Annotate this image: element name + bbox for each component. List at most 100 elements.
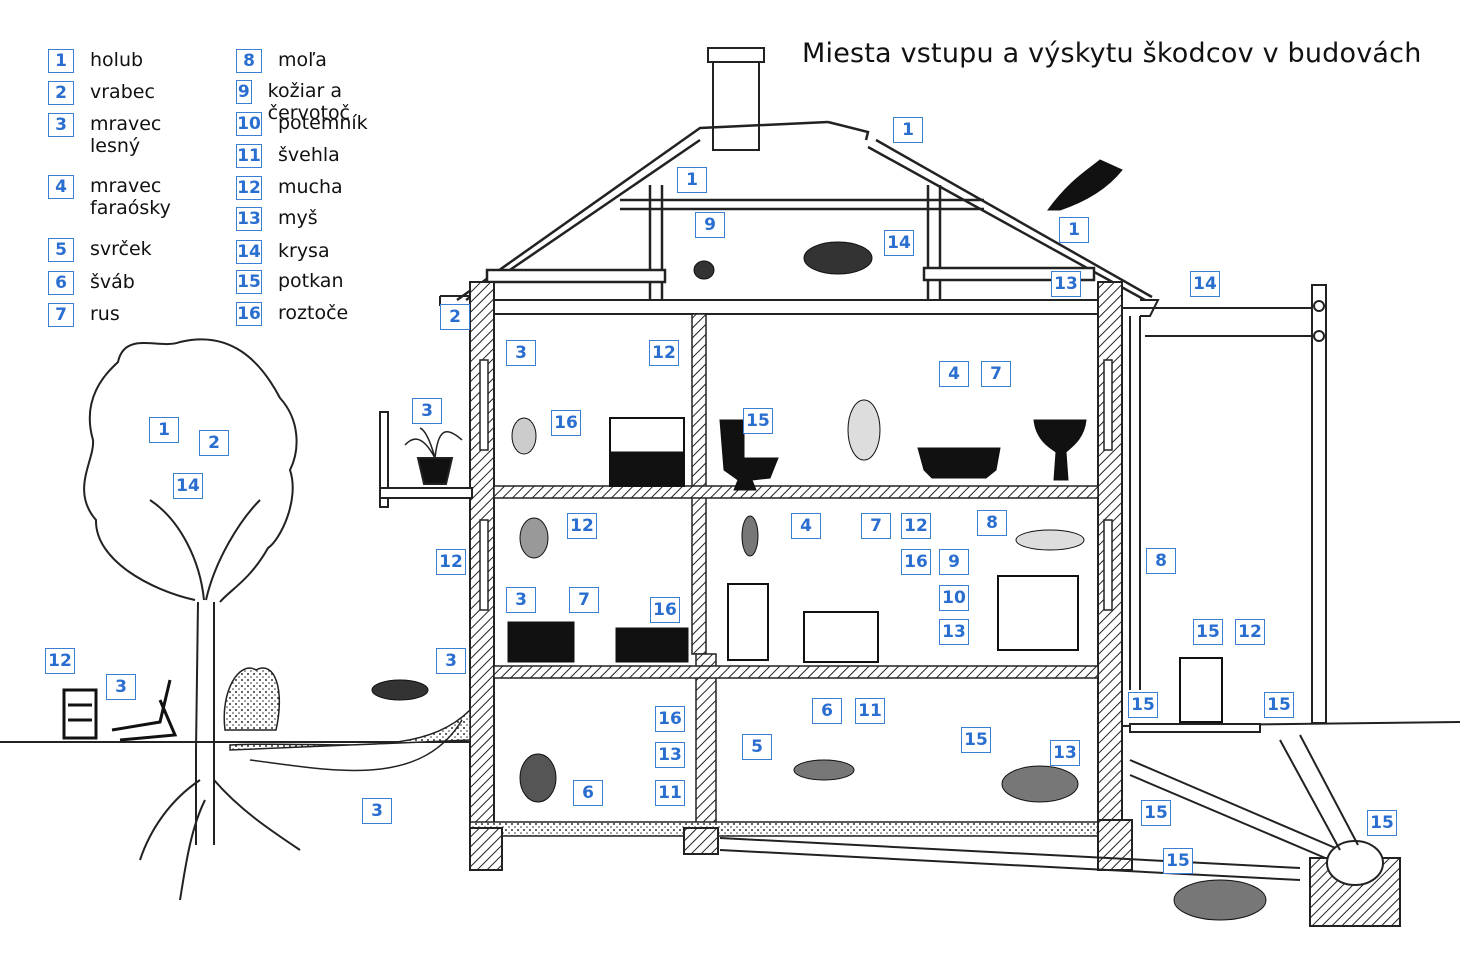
legend-number: 4	[48, 175, 74, 199]
garden-furniture	[62, 679, 178, 742]
legend-number: 15	[236, 270, 262, 294]
legend-number: 14	[236, 240, 262, 264]
legend-number: 9	[236, 80, 252, 104]
attic-tick	[693, 260, 715, 280]
pest-tag: 12	[45, 648, 75, 674]
legend-item: 16 roztoče	[236, 302, 348, 326]
legend-label: moľa	[278, 49, 327, 71]
pest-tag: 14	[1190, 271, 1220, 297]
pest-tag: 15	[1367, 810, 1397, 836]
pest-tag: 6	[812, 698, 842, 724]
legend-label: švehla	[278, 144, 340, 166]
legend-label: myš	[278, 207, 318, 229]
legend-item: 5 svrček	[48, 238, 152, 262]
pest-tag: 9	[695, 212, 725, 238]
legend-number: 6	[48, 271, 74, 295]
legend-number: 8	[236, 49, 262, 73]
legend-item: 13 myš	[236, 207, 318, 231]
mite	[511, 417, 537, 455]
pest-tag: 6	[573, 780, 603, 806]
pest-tag: 3	[362, 798, 392, 824]
pest-tag: 15	[1193, 619, 1223, 645]
legend-number: 11	[236, 144, 262, 168]
cockroach	[519, 753, 557, 803]
legend-number: 3	[48, 113, 74, 137]
legend-label: mravec lesný	[90, 113, 162, 157]
pest-tag: 8	[1146, 548, 1176, 574]
pest-tag: 16	[551, 410, 581, 436]
pest-tag: 4	[939, 361, 969, 387]
pest-tag: 13	[939, 619, 969, 645]
tree	[83, 338, 301, 901]
bathroom-cockroach	[847, 399, 881, 461]
pests	[371, 159, 1267, 921]
legend-number: 12	[236, 176, 262, 200]
pest-tag: 1	[149, 417, 179, 443]
pigeon-silhouette	[1047, 159, 1123, 211]
legend-number: 5	[48, 238, 74, 262]
pest-tag: 1	[677, 167, 707, 193]
legend-item: 11 švehla	[236, 144, 340, 168]
legend-label: kožiar a červotoč	[267, 80, 351, 124]
pest-tag: 15	[743, 408, 773, 434]
legend-label: mucha	[278, 176, 343, 198]
pest-tag: 12	[567, 513, 597, 539]
legend-label: roztoče	[278, 302, 349, 324]
pest-tag: 15	[1163, 848, 1193, 874]
pest-tag: 14	[173, 473, 203, 499]
chimney	[707, 47, 765, 151]
pest-tag: 12	[436, 549, 466, 575]
pest-tag: 3	[106, 674, 136, 700]
legend-number: 10	[236, 112, 262, 136]
pest-tag: 11	[655, 780, 685, 806]
pest-tag: 12	[649, 340, 679, 366]
legend-item: 8 moľa	[236, 49, 327, 73]
legend-number: 2	[48, 81, 74, 105]
pest-tag: 12	[901, 513, 931, 539]
legend-item: 4 mravec faraósky	[48, 175, 171, 219]
pest-tag: 13	[1051, 271, 1081, 297]
legend-number: 16	[236, 302, 262, 326]
pest-tag: 5	[742, 734, 772, 760]
legend-item: 15 potkan	[236, 270, 344, 294]
garden	[223, 667, 471, 772]
pest-tag: 1	[893, 117, 923, 143]
legend-item: 6 šváb	[48, 271, 135, 295]
pest-tag: 15	[1141, 800, 1171, 826]
pest-tag: 12	[1235, 619, 1265, 645]
legend-label: mravec faraósky	[90, 175, 171, 219]
pest-tag: 15	[1128, 692, 1158, 718]
pest-tag: 15	[1264, 692, 1294, 718]
legend-item: 3 mravec lesný	[48, 113, 161, 157]
diagram-title: Miesta vstupu a výskytu škodcov v budová…	[802, 38, 1422, 69]
ant	[371, 679, 429, 701]
pest-tag: 3	[412, 398, 442, 424]
legend-label: krysa	[278, 240, 330, 262]
walls	[469, 281, 1133, 871]
legend-label: svrček	[90, 238, 152, 260]
legend-label: rus	[90, 303, 120, 325]
roof	[456, 120, 1153, 302]
furniture	[507, 417, 1223, 723]
pest-tag: 7	[569, 587, 599, 613]
legend-label: šváb	[90, 271, 135, 293]
legend-label: potkan	[278, 270, 344, 292]
legend-number: 13	[236, 207, 262, 231]
legend-item: 12 mucha	[236, 176, 343, 200]
pest-tag: 13	[655, 742, 685, 768]
moth	[1015, 529, 1085, 551]
fly	[519, 517, 549, 559]
pest-tag: 16	[901, 549, 931, 575]
pest-tag: 11	[855, 698, 885, 724]
pest-tag: 4	[791, 513, 821, 539]
legend-label: holub	[90, 49, 144, 71]
sewer-rat	[1173, 879, 1267, 921]
pest-tag: 2	[440, 304, 470, 330]
balcony	[379, 411, 473, 508]
pest-tag: 3	[506, 587, 536, 613]
legend-item: 14 krysa	[236, 240, 330, 264]
